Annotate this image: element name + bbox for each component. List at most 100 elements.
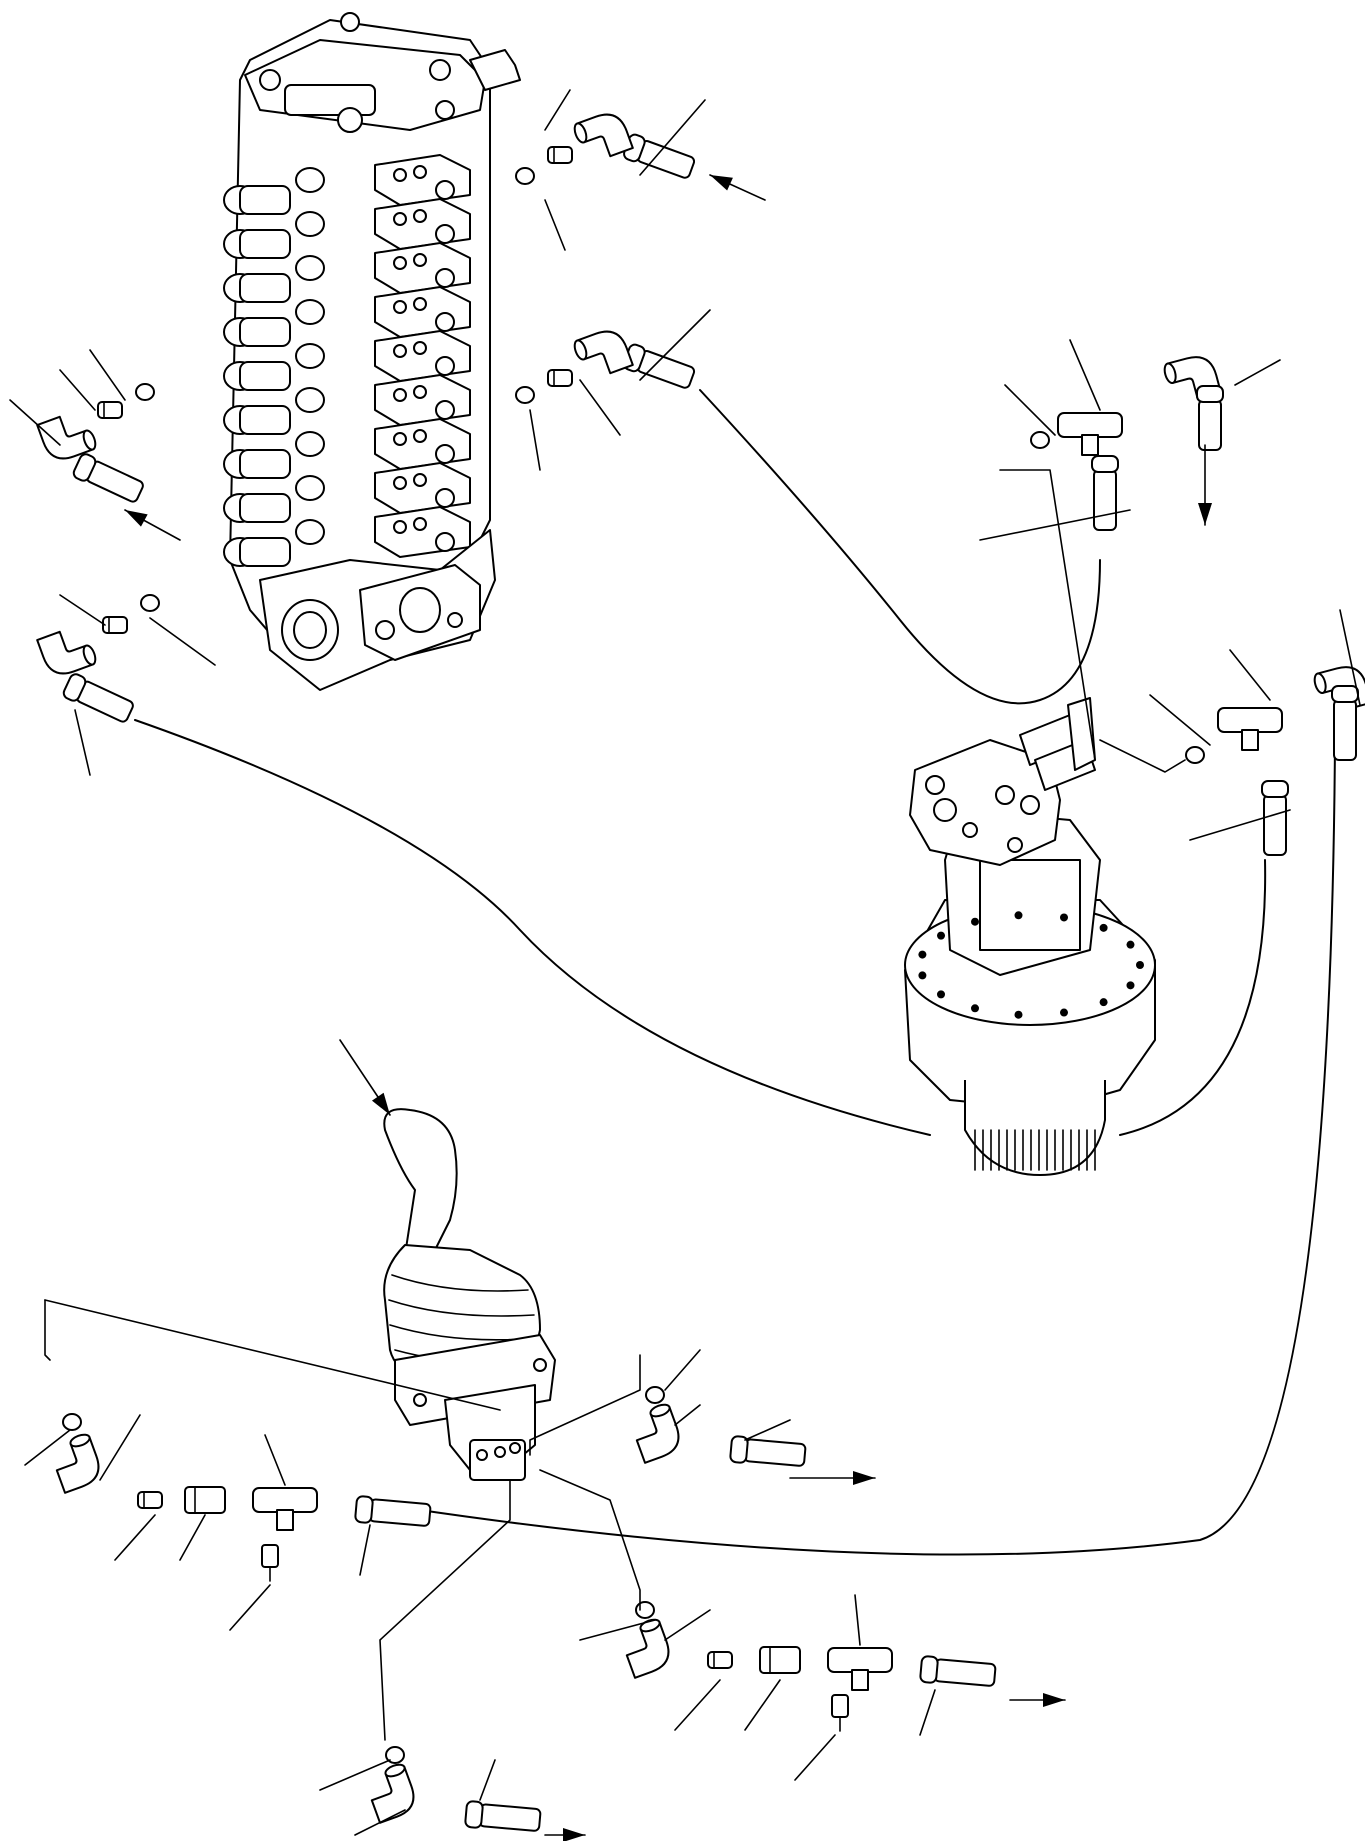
connector-fitting (97, 401, 123, 419)
valve-spools (223, 154, 471, 567)
hose-end-fitting (919, 1655, 997, 1687)
spool-end (295, 431, 325, 457)
o-ring (645, 1386, 665, 1404)
plate-hole (393, 520, 407, 534)
hose-end-fitting (623, 343, 696, 389)
plate-hole (393, 344, 407, 358)
leader-line (529, 409, 541, 471)
plate-hole (413, 341, 427, 355)
elbow-body (370, 1766, 415, 1824)
tee-branch (851, 1669, 869, 1691)
spool-body (239, 273, 291, 303)
o-ring (62, 1413, 82, 1431)
plate-hole (413, 165, 427, 179)
leader-line (179, 1514, 206, 1561)
spool-end (295, 255, 325, 281)
elbow-face (573, 122, 588, 144)
o-ring (1185, 746, 1205, 764)
leader-line (149, 617, 216, 666)
leader-line (744, 1679, 781, 1731)
elbow-fitting (573, 330, 634, 375)
elbow-face (69, 1433, 91, 1448)
elbow-fitting (36, 630, 97, 675)
plate-hole (393, 432, 407, 446)
hose-sleeve (478, 1803, 542, 1832)
o-ring (135, 383, 155, 401)
elbow-body (55, 1436, 100, 1494)
leader-line (1229, 649, 1271, 701)
plate-hole (393, 388, 407, 402)
flow-arrow-head (710, 175, 733, 191)
plate-hole (413, 253, 427, 267)
spool-plate (374, 330, 471, 382)
hose-motor-return (1119, 859, 1267, 1136)
plate-hole (435, 532, 455, 552)
flow-arrow-head (125, 510, 148, 527)
hose-nut (729, 1435, 749, 1464)
hose-nut (1091, 455, 1119, 473)
plate-hole (413, 385, 427, 399)
plate-hole (393, 256, 407, 270)
flow-arrow-head (853, 1471, 875, 1485)
bolt-hole (1099, 998, 1108, 1007)
leader-line (579, 379, 621, 436)
fittings-group (36, 113, 1365, 1832)
pilot-joystick-valve (383, 1108, 556, 1481)
elbow-body (625, 1621, 670, 1679)
leader-line (359, 1524, 371, 1576)
elbow-body (576, 113, 634, 158)
spool-body (239, 449, 291, 479)
elbow-face (573, 339, 588, 361)
bolt-hole (918, 971, 927, 980)
elbow-fitting (55, 1433, 100, 1494)
pressure-switch (831, 1694, 849, 1718)
spool-body (239, 405, 291, 435)
elbow-fitting (573, 113, 634, 158)
leader-line (24, 1429, 71, 1466)
connector-fitting (137, 1491, 163, 1509)
bolt-hole (1126, 940, 1135, 949)
hose-end-fitting (729, 1435, 807, 1467)
spool-end (295, 299, 325, 325)
control-valve-block (223, 12, 521, 691)
hose-valve-to-motor-upper (699, 389, 1101, 705)
spool-end (295, 343, 325, 369)
hose-end-fitting (1261, 780, 1289, 856)
hose-sleeve (933, 1658, 997, 1687)
leader-line (114, 1514, 156, 1561)
spool-plate (374, 154, 471, 206)
leader-line (264, 1434, 286, 1486)
plate-hole (413, 473, 427, 487)
o-ring (635, 1601, 655, 1619)
hose-sleeve (1263, 794, 1287, 856)
leader-line (854, 1594, 861, 1646)
hose-sleeve (636, 350, 696, 389)
hose-nut (1331, 685, 1359, 703)
plate-hole (435, 224, 455, 244)
leader-line (744, 1419, 791, 1441)
leader-line (89, 349, 126, 401)
spool-end (295, 475, 325, 501)
bolt-hole (1014, 1010, 1023, 1019)
elbow-body (576, 330, 634, 375)
spool-plate (374, 374, 471, 426)
elbow-fitting (635, 1403, 680, 1464)
o-ring (385, 1746, 405, 1764)
bolt-hole (1059, 1008, 1068, 1017)
leader-line (674, 1404, 701, 1426)
bolt-hole (1059, 913, 1068, 922)
hose-nut (464, 1800, 484, 1829)
tee-fitting (827, 1647, 893, 1673)
o-ring (140, 594, 160, 612)
leader-line (1149, 694, 1211, 746)
leader-line (319, 1759, 391, 1791)
bolt-hole (1136, 961, 1144, 969)
leader-line (99, 1414, 141, 1481)
leader-line (354, 1809, 406, 1836)
hose-end-fitting (62, 673, 134, 723)
plate-hole (435, 268, 455, 288)
leader-line (639, 309, 711, 381)
spool-body (239, 361, 291, 391)
plate-hole (435, 312, 455, 332)
elbow-face (649, 1403, 671, 1418)
